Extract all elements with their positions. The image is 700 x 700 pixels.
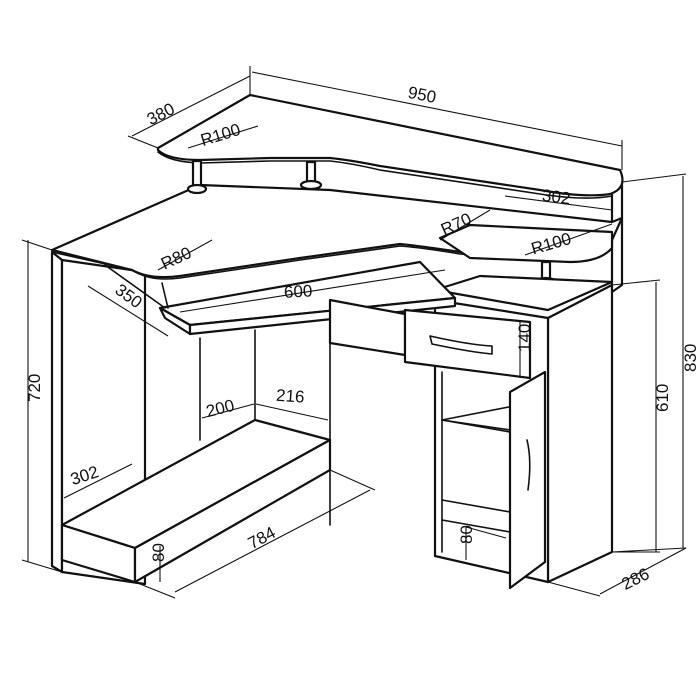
dim-610: 610 bbox=[653, 384, 672, 412]
dim-216: 216 bbox=[275, 386, 305, 407]
keyboard-tray bbox=[104, 260, 457, 336]
dim-784: 784 bbox=[245, 523, 279, 553]
cabinet-door bbox=[508, 370, 547, 590]
dim-830: 830 bbox=[681, 344, 700, 372]
shelf-post-middle bbox=[299, 160, 323, 191]
dim-80-right: 80 bbox=[457, 525, 476, 544]
right-shelf bbox=[438, 223, 614, 264]
dim-302-top: 302 bbox=[541, 186, 571, 208]
dim-80-left: 80 bbox=[149, 543, 168, 562]
drawer bbox=[403, 308, 532, 380]
footrest bbox=[60, 418, 332, 584]
dim-380: 380 bbox=[144, 99, 178, 129]
drawer-handle bbox=[429, 335, 493, 355]
dim-600: 600 bbox=[283, 281, 312, 301]
dim-720: 720 bbox=[25, 374, 44, 402]
shelf-post-left bbox=[186, 159, 208, 195]
dim-140: 140 bbox=[515, 324, 534, 352]
cabinet-top bbox=[433, 274, 614, 312]
dim-200: 200 bbox=[204, 396, 236, 421]
top-shelf bbox=[156, 93, 624, 197]
door-handle bbox=[526, 439, 531, 491]
top-shelf-front-edge bbox=[157, 151, 613, 199]
extension-lines bbox=[21, 66, 687, 599]
dimension-lines bbox=[27, 71, 687, 595]
